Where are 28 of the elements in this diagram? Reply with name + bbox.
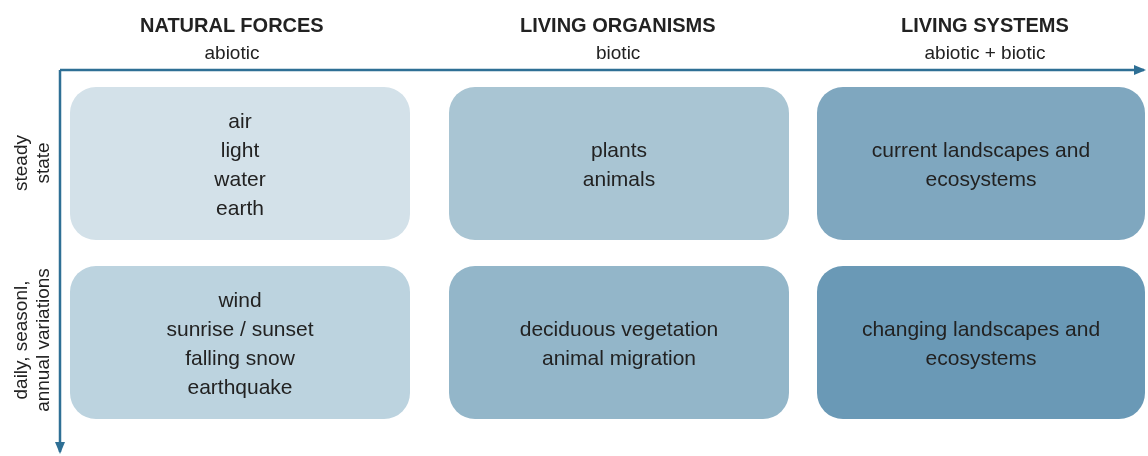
column-heading: LIVING SYSTEMS [901, 14, 1069, 37]
column-subheading: biotic [596, 42, 641, 64]
column-heading: NATURAL FORCES [140, 14, 324, 37]
card-text: sunrise / sunset [166, 315, 314, 342]
card-text: air [228, 107, 252, 134]
card-text: animal migration [541, 344, 697, 371]
category-card [449, 87, 789, 240]
card-text: plants [590, 136, 647, 163]
card-text: animals [582, 165, 656, 192]
category-card [817, 87, 1145, 240]
column-heading: LIVING ORGANISMS [520, 14, 716, 37]
card-text: current landscapes and ecosystems [870, 136, 1092, 192]
card-text: earth [216, 194, 264, 221]
category-card [70, 87, 410, 240]
category-card [449, 266, 789, 419]
category-card [70, 266, 410, 419]
card-text: wind [218, 286, 262, 313]
card-text: water [214, 165, 266, 192]
column-subheading: abiotic [204, 42, 260, 64]
row-heading: daily, seasonl, annual variations [10, 267, 54, 414]
column-subheading: abiotic + biotic [924, 42, 1046, 64]
card-text: earthquake [187, 373, 293, 400]
card-text: changing landscapes and ecosystems [860, 315, 1102, 371]
card-text: light [220, 136, 260, 163]
category-card [817, 266, 1145, 419]
row-heading: steady state [10, 134, 54, 193]
card-text: deciduous vegetation [519, 315, 719, 342]
card-text: falling snow [185, 344, 295, 371]
